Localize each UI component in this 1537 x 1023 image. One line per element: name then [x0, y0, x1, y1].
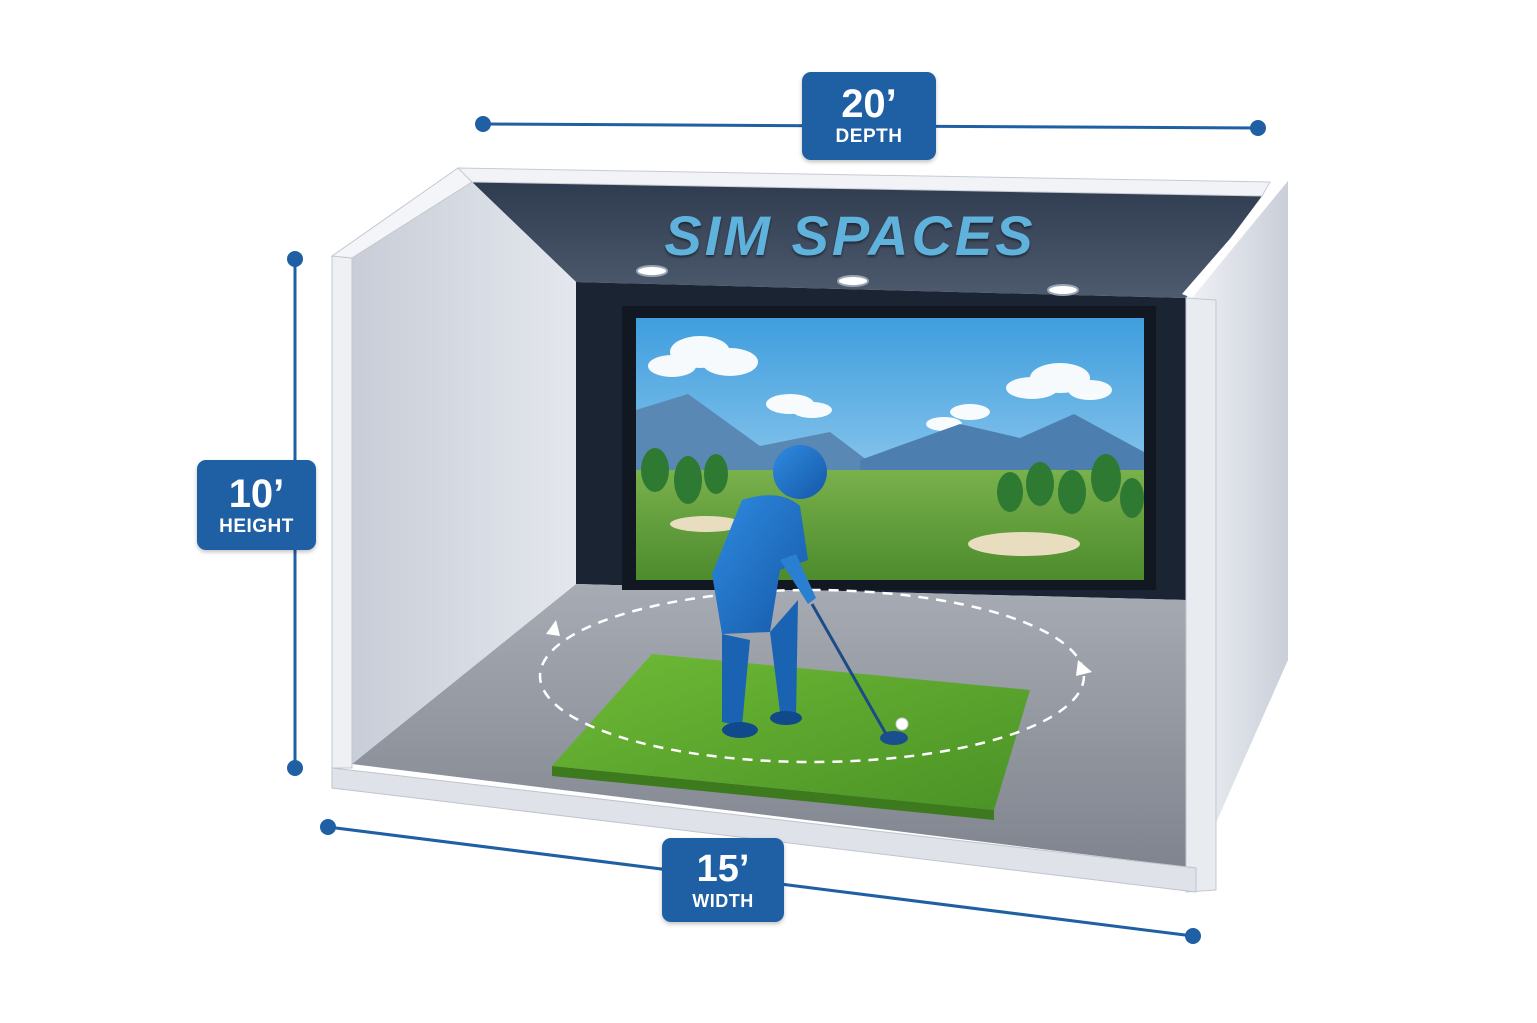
left-wall-edge	[331, 255, 353, 769]
depth-label: DEPTH	[835, 126, 903, 147]
height-label: HEIGHT	[219, 516, 294, 537]
golfer-figure	[712, 445, 909, 745]
simulator-screen	[622, 306, 1156, 590]
depth-badge: 20’ DEPTH	[802, 72, 936, 160]
depth-value: 20’	[841, 82, 897, 126]
height-value: 10’	[228, 472, 285, 516]
width-value: 15’	[696, 848, 750, 890]
floor-front-edge	[331, 767, 1197, 893]
left-wall	[352, 182, 576, 764]
width-label: WIDTH	[692, 891, 754, 911]
ceiling-light	[837, 275, 869, 287]
right-wall-edge	[1182, 172, 1292, 298]
ceiling-light	[636, 265, 668, 277]
ceiling-light	[1047, 284, 1079, 296]
width-badge: 15’ WIDTH	[662, 838, 784, 922]
ceiling	[472, 182, 1262, 298]
turf-mat	[552, 654, 1030, 820]
right-wall-front	[1185, 297, 1217, 893]
height-badge: 10’ HEIGHT	[197, 460, 316, 550]
top-back-edge	[456, 167, 1271, 197]
brand-logo: SIM SPACES	[664, 204, 1036, 267]
